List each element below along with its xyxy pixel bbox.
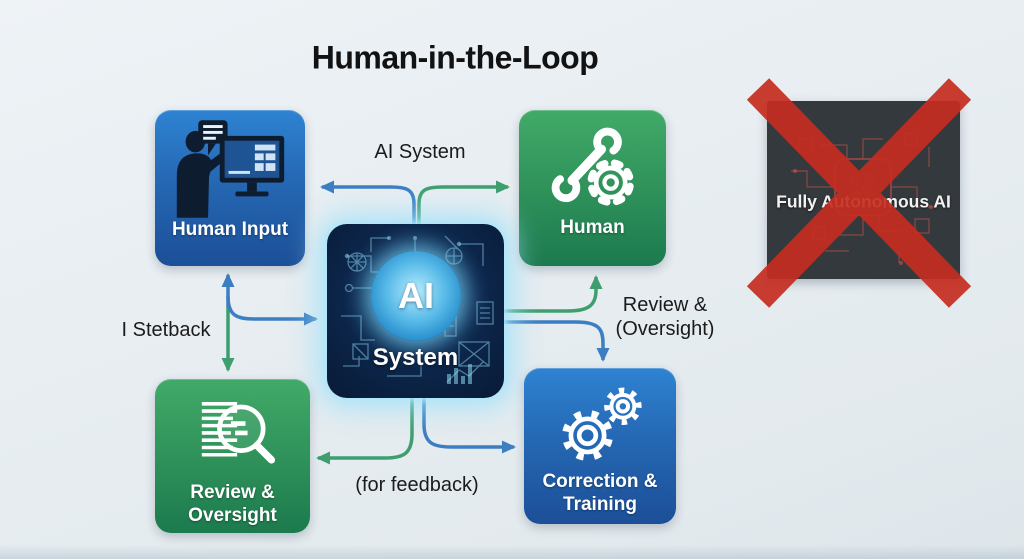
node-correction-training: Correction & Training	[524, 368, 676, 524]
node-label: Correction & Training	[542, 470, 657, 516]
node-label-line2: Training	[563, 494, 637, 515]
node-human: Human	[519, 110, 666, 266]
gears-icon	[562, 387, 642, 461]
person-at-computer-icon	[176, 120, 285, 218]
wrench-gear-icon	[551, 127, 634, 206]
edge-label-review-oversight: Review & (Oversight)	[616, 293, 715, 341]
node-label: Human	[560, 217, 625, 238]
node-label-line1: Correction &	[542, 471, 658, 492]
edge-label-line1: Review &	[622, 294, 708, 316]
node-label-line2: Oversight	[188, 505, 277, 526]
node-human-input: Human Input	[155, 110, 305, 266]
node-label-line1: Review &	[190, 482, 275, 503]
magnifier-document-icon	[201, 402, 275, 464]
red-x-icon	[746, 78, 972, 308]
ai-core-label: AI	[398, 275, 434, 316]
chip-label: System	[372, 344, 459, 371]
circuit-pattern-icon	[341, 235, 494, 384]
edge-label-line2: (Oversight)	[615, 318, 715, 340]
page-title: Human-in-the-Loop	[311, 39, 599, 76]
node-label: Review & Oversight	[188, 481, 277, 527]
ai-core-icon: AI	[371, 251, 461, 341]
edge-label-for-feedback: (for feedback)	[355, 474, 479, 496]
node-review-oversight: Review & Oversight	[155, 379, 310, 533]
edge-label-feedback-left: I Stetback	[121, 319, 211, 341]
edge-label-ai-system: AI System	[374, 141, 466, 163]
node-label: Human Input	[171, 219, 289, 240]
node-ai-system: AI System	[327, 224, 504, 398]
